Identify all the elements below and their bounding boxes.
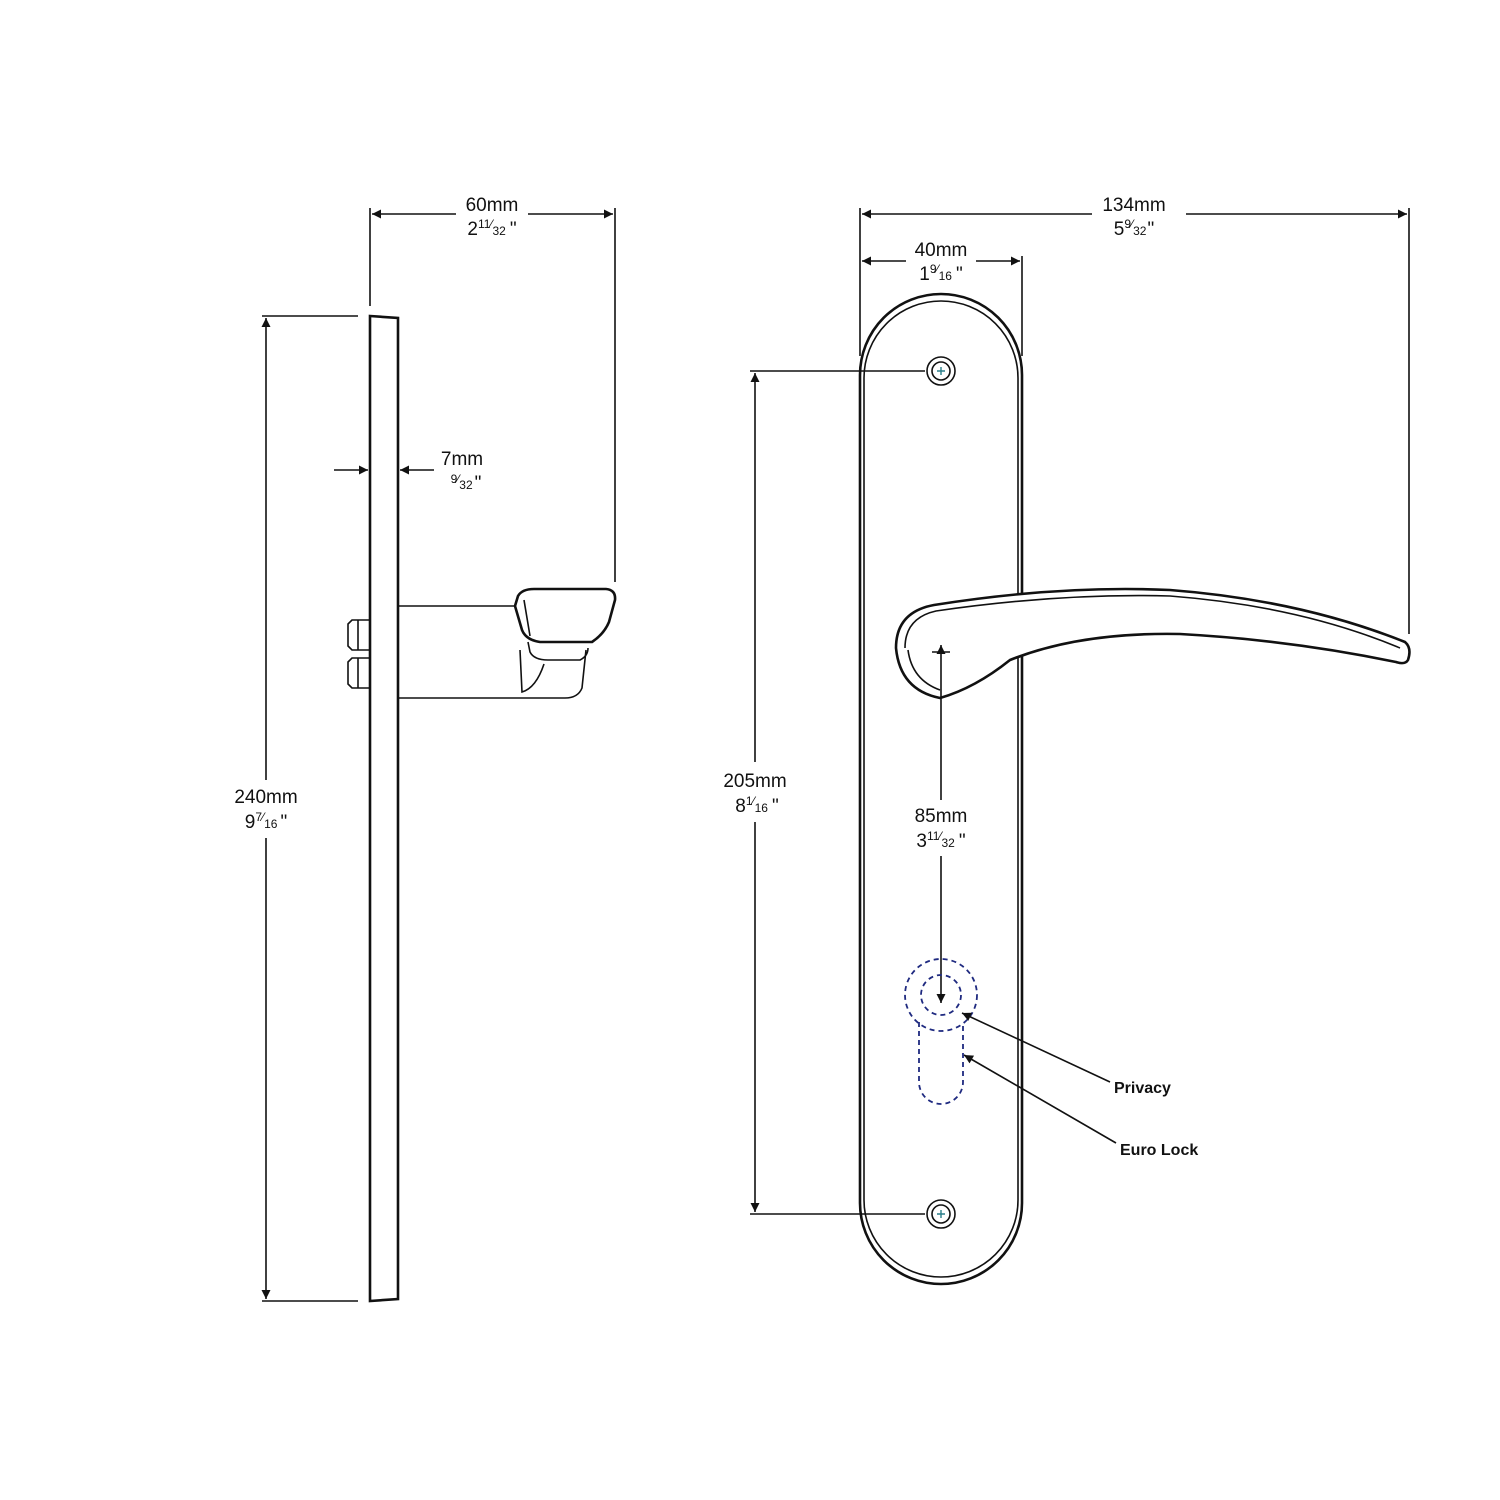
- side-handle-grip: [513, 587, 617, 644]
- privacy-cutout-outer: [904, 958, 978, 1032]
- front-view: 134mm 59⁄32" 40mm 19⁄16" 205mm 81⁄16" 85…: [723, 195, 1411, 1286]
- dim-240-inch: 97⁄16": [245, 810, 287, 833]
- screw-top: [926, 356, 956, 386]
- dim-60-inch: 211⁄32": [467, 217, 516, 240]
- dim-134-mm: 134mm: [1102, 195, 1165, 216]
- dim-205-inch: 81⁄16": [735, 794, 778, 817]
- lever-handle: [894, 587, 1411, 700]
- dim-240-mm: 240mm: [234, 787, 297, 808]
- euro-lock-cutout: [918, 1022, 964, 1105]
- dim-134-inch: 59⁄32": [1114, 217, 1154, 240]
- screw-top-cross-icon: [937, 367, 945, 375]
- dim-85-inch: 311⁄32": [916, 829, 965, 852]
- side-view: 60mm 211⁄32" 7mm 9⁄32" 240mm 97⁄16": [234, 195, 617, 1303]
- screw-bottom-cross-icon: [937, 1210, 945, 1218]
- dim-85-mm: 85mm: [915, 806, 968, 827]
- dim-40-inch: 19⁄16": [919, 262, 962, 285]
- leader-privacy: [961, 1012, 1111, 1083]
- dim-205-mm: 205mm: [723, 771, 786, 792]
- callout-privacy: Privacy: [1114, 1080, 1171, 1097]
- dim-60-mm: 60mm: [466, 195, 519, 216]
- dim-7-mm: 7mm: [441, 449, 483, 470]
- side-nub-upper: [347, 619, 370, 651]
- screw-bottom: [926, 1199, 956, 1229]
- callout-euro-lock: Euro Lock: [1120, 1142, 1198, 1159]
- leader-euro-lock: [963, 1054, 1117, 1144]
- front-plate: [858, 292, 1024, 1286]
- dim-7-inch: 9⁄32": [451, 472, 482, 494]
- dim-40-mm: 40mm: [915, 240, 968, 261]
- privacy-cutout-inner: [920, 974, 962, 1016]
- side-backplate: [368, 314, 400, 1303]
- side-nub-lower: [347, 657, 370, 689]
